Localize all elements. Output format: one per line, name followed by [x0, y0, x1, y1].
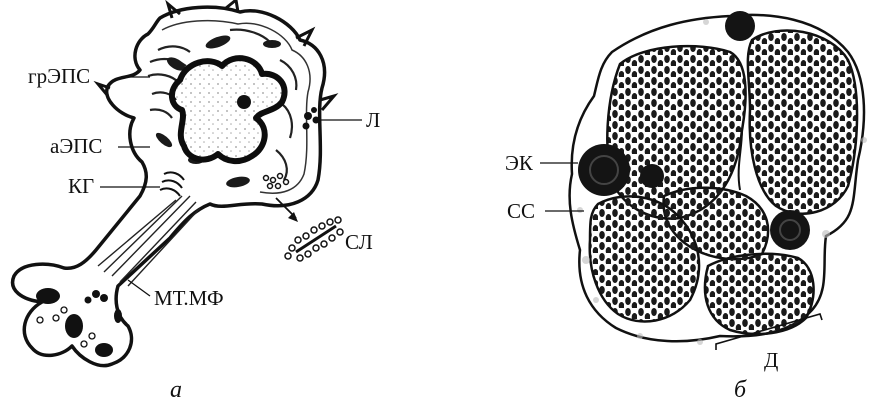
label-golgi: КГ — [68, 176, 94, 197]
label-d: Д — [764, 350, 778, 371]
label-rough-er: грЭПС — [28, 66, 90, 87]
caption-a: а — [170, 378, 182, 402]
vesicle-rod — [296, 226, 336, 252]
nucleolus — [237, 95, 251, 109]
label-connective-tissue: СС — [507, 201, 535, 222]
neuron-drawing — [13, 0, 334, 366]
label-lysosome: Л — [366, 110, 380, 131]
label-smooth-er: аЭПС — [50, 136, 102, 157]
caption-b: б — [734, 378, 746, 402]
nerve-cross-section — [570, 11, 867, 345]
fascicle-5 — [705, 254, 814, 334]
synaptic-vesicle-group — [276, 198, 343, 261]
label-endothelial-capillary: ЭК — [505, 153, 533, 174]
label-microtubules: МТ.МФ — [154, 288, 224, 309]
label-synaptic-vesicles: СЛ — [345, 232, 373, 253]
arrowhead — [288, 212, 298, 222]
fascicle-2 — [748, 30, 857, 213]
